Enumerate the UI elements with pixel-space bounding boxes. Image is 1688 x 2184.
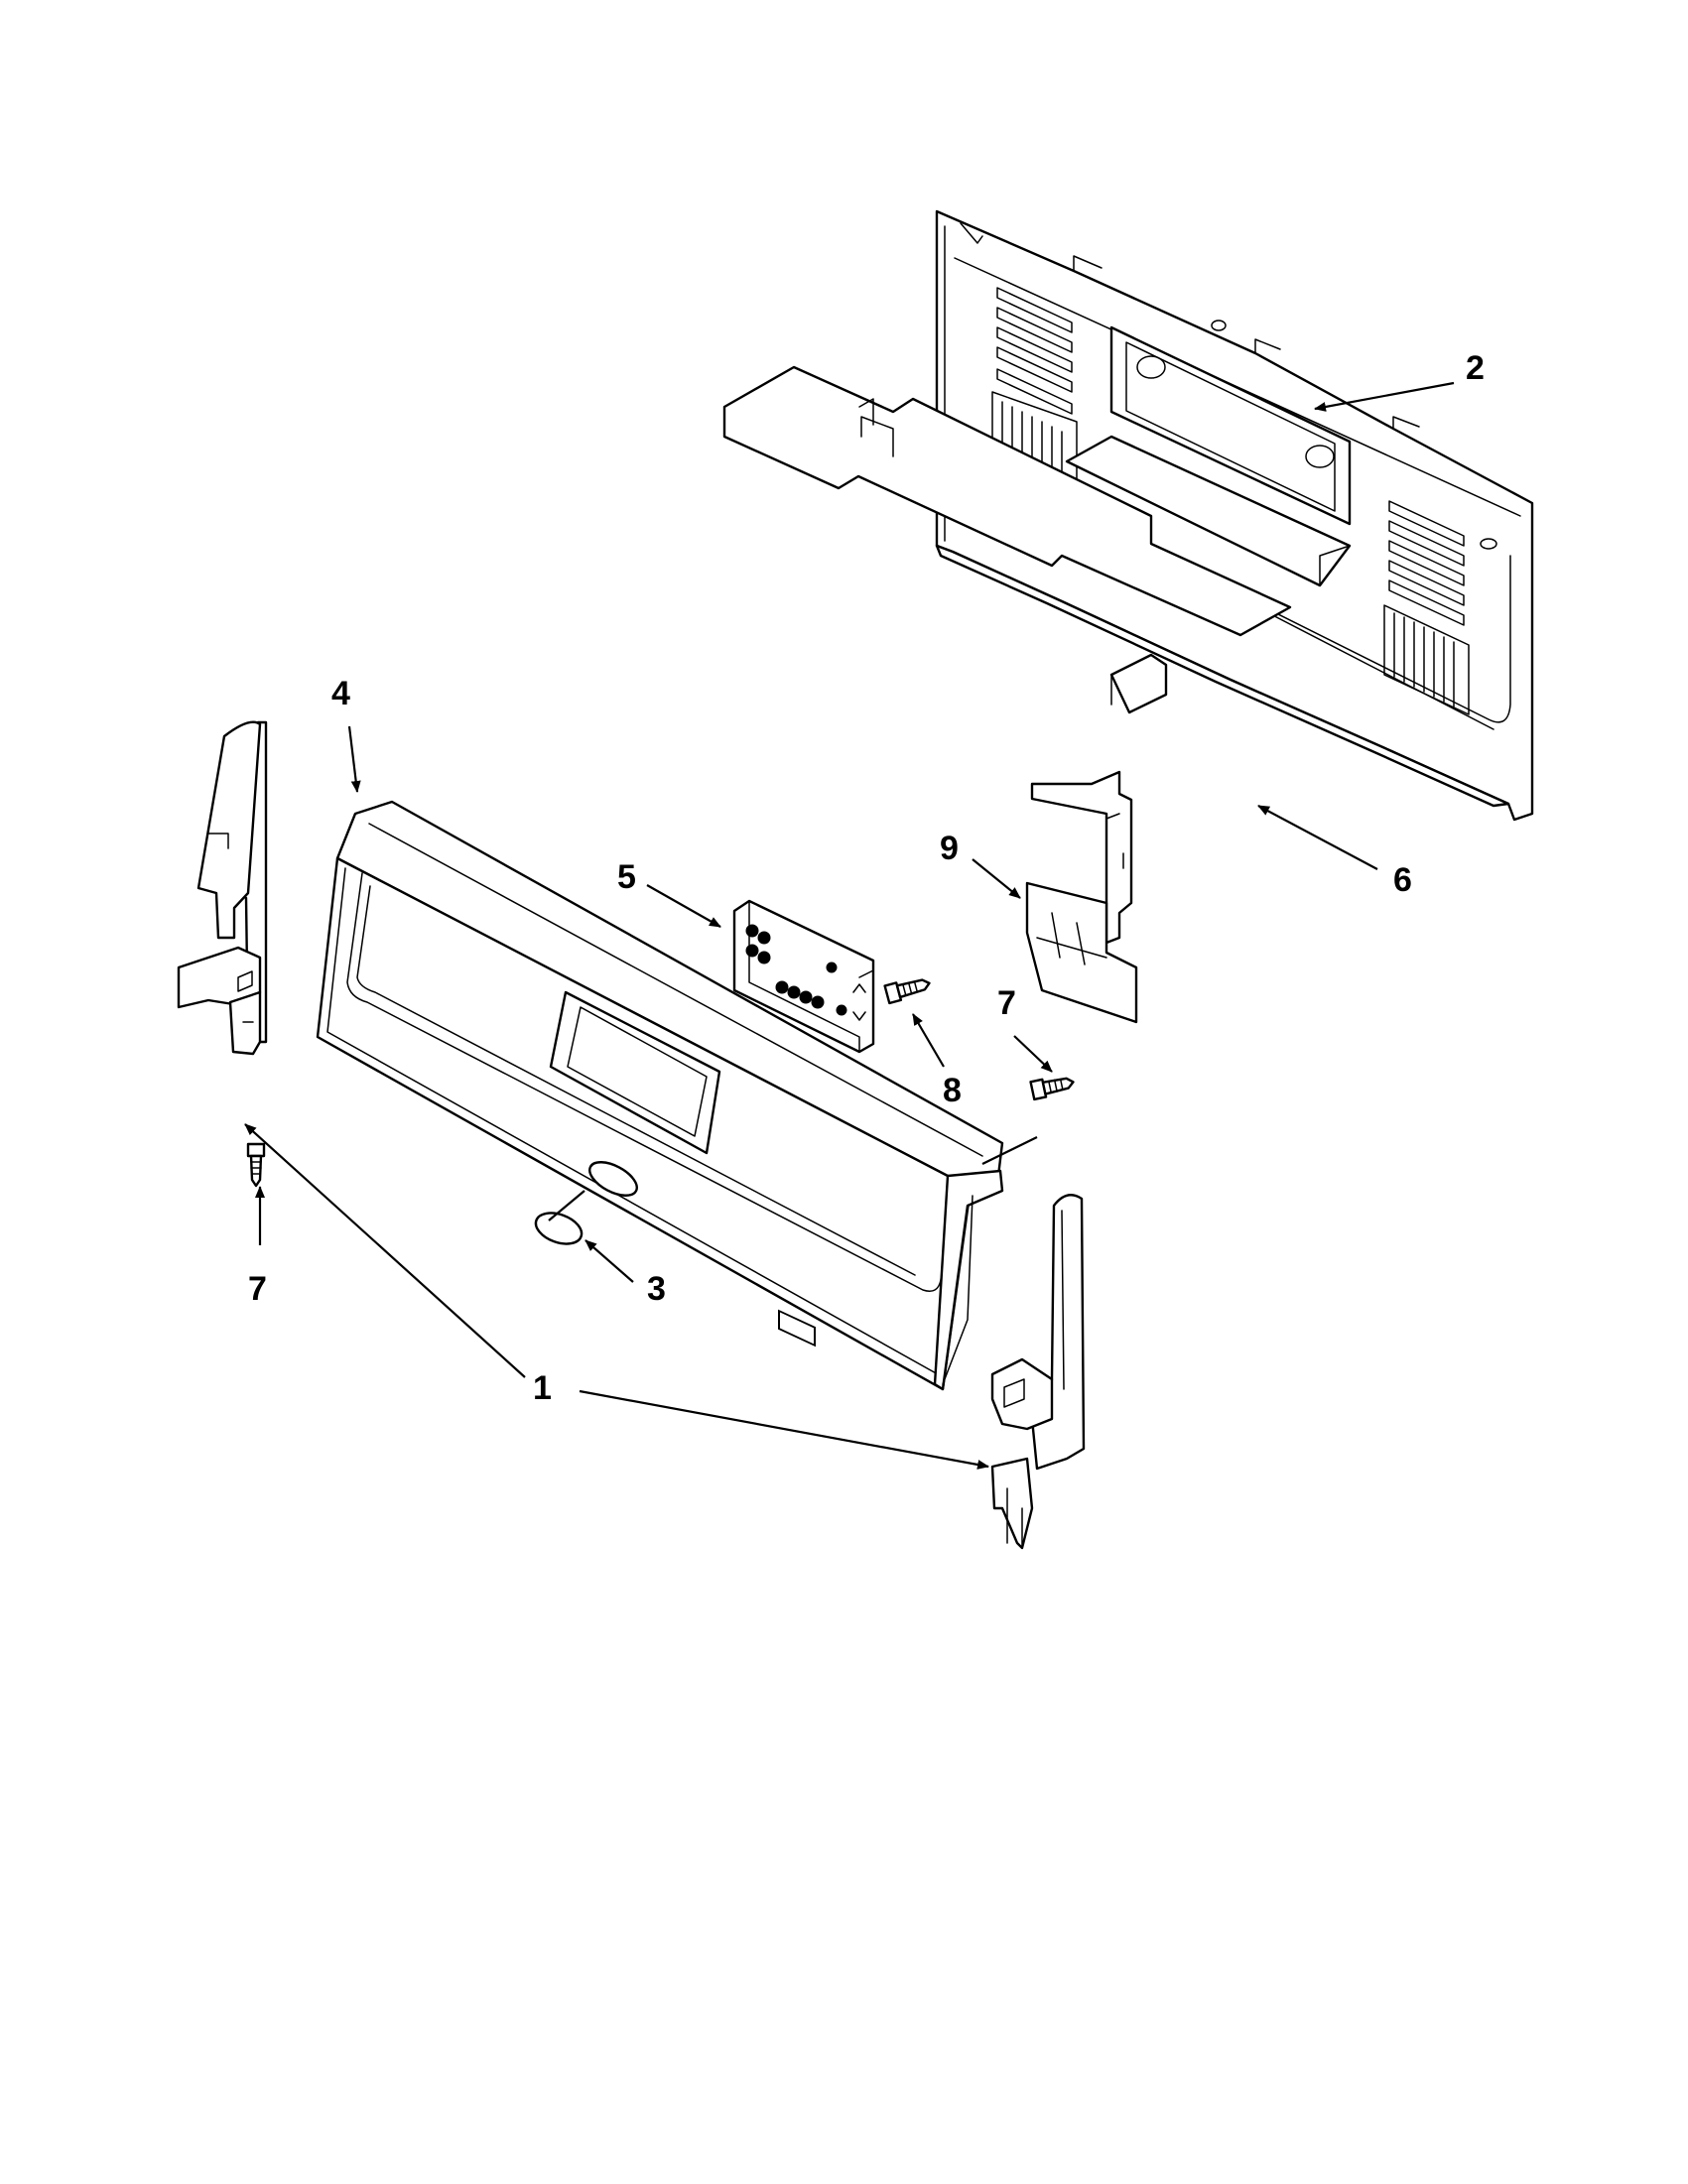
callout-1: 1 <box>533 1369 552 1407</box>
leader-1-right <box>579 1389 989 1470</box>
leader-lines <box>244 381 1455 1470</box>
leader-3 <box>584 1239 634 1283</box>
leader-1-left <box>244 1123 526 1378</box>
screw-right <box>1029 1077 1075 1101</box>
screw-left <box>246 1142 266 1188</box>
callout-5: 5 <box>617 858 636 896</box>
callout-8: 8 <box>943 1072 962 1109</box>
control-board <box>732 899 875 1348</box>
mounting-bracket <box>1025 770 1138 1024</box>
callout-6: 6 <box>1393 861 1412 899</box>
callout-labels: 2 6 4 5 9 7 8 7 3 1 <box>248 349 1485 1407</box>
callout-2: 2 <box>1466 349 1485 387</box>
right-louvres <box>1383 500 1470 715</box>
leader-6 <box>1257 805 1378 870</box>
leader-3-link <box>548 1190 585 1221</box>
screw-center <box>883 978 931 1005</box>
side-trim-left <box>177 720 268 1056</box>
callout-9: 9 <box>940 830 959 867</box>
leader-9 <box>972 858 1021 899</box>
leader-2 <box>1314 381 1455 412</box>
leader-7-right <box>1013 1035 1053 1073</box>
callout-7-left: 7 <box>248 1270 267 1308</box>
callout-7-right: 7 <box>997 984 1016 1022</box>
control-panel <box>316 800 1004 1391</box>
callout-3: 3 <box>647 1270 666 1308</box>
heat-shield <box>722 365 1292 714</box>
callout-4: 4 <box>331 675 350 712</box>
leader-8 <box>912 1013 945 1068</box>
badge <box>534 1212 584 1245</box>
leader-4 <box>347 725 361 793</box>
center-recess <box>1065 325 1352 587</box>
leader-5 <box>646 884 721 928</box>
leader-panel-edge <box>981 1136 1038 1165</box>
side-trim-right <box>990 1194 1086 1550</box>
left-louvres <box>991 287 1078 492</box>
